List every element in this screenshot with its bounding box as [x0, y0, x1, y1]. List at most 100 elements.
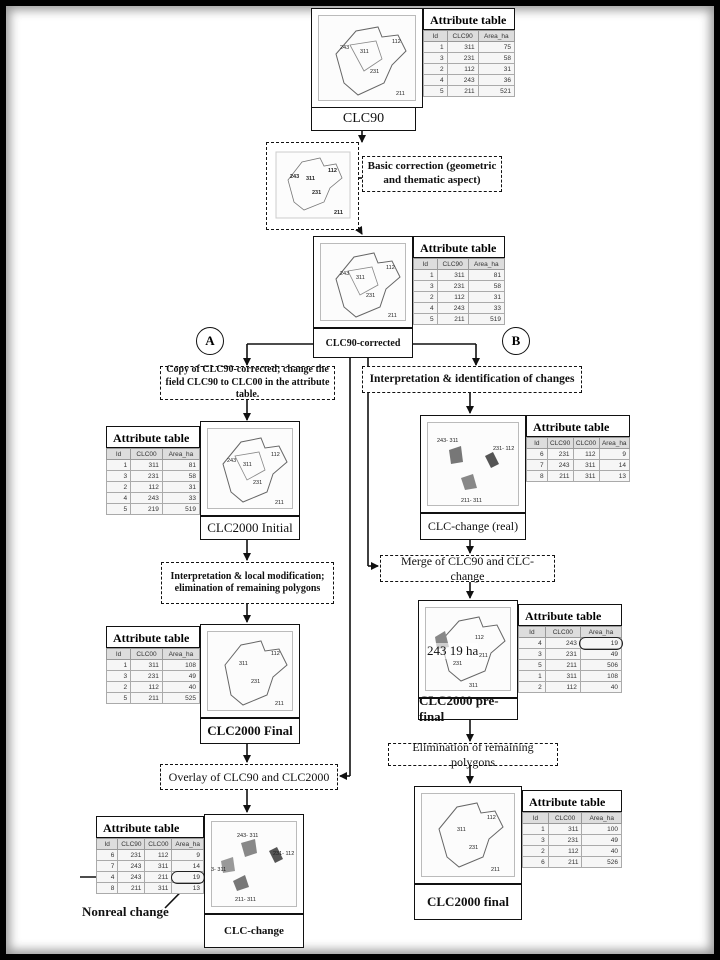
col-header: CLC90 — [446, 30, 479, 42]
clc90-corrected-caption: CLC90-corrected — [313, 328, 413, 358]
table-cell: 311 — [144, 860, 173, 872]
clc-change-real-caption: CLC-change (real) — [420, 513, 526, 540]
table-cell: 5 — [413, 313, 438, 325]
table-cell: 33 — [467, 302, 506, 314]
col-header: Id — [423, 30, 448, 42]
table-cell: 100 — [581, 823, 622, 835]
map-label: 243- 311 — [237, 833, 258, 839]
table-cell: 81 — [467, 269, 506, 281]
col-header: CLC00 — [130, 648, 163, 660]
map-label: 231 — [366, 293, 375, 299]
table-cell: 311 — [130, 459, 163, 471]
clc-change-real-map: 243- 311 231- 112 211- 311 — [420, 415, 526, 513]
table-cell: 7 — [95, 860, 119, 872]
clc90-corrected-polygons: 243 311 112 231 211 — [335, 252, 401, 319]
map-label: 112 — [328, 168, 337, 174]
clc2000-final-b-caption: CLC2000 final — [414, 884, 522, 920]
correction-step-label: Basic correction (geometric and thematic… — [362, 156, 502, 192]
table-cell: 231 — [130, 670, 163, 682]
clc90-caption: CLC90 — [311, 107, 416, 131]
table-cell: 4 — [518, 637, 546, 649]
table-cell: 243 — [117, 860, 146, 872]
table-cell: 5 — [518, 659, 546, 671]
map-label: 231- 112 — [493, 446, 514, 452]
table-cell: 36 — [477, 74, 516, 86]
table-title: Attribute table — [106, 626, 200, 648]
col-header: CLC00 — [130, 448, 163, 460]
table-cell: 231 — [436, 280, 469, 292]
table-cell: 13 — [598, 470, 631, 482]
col-header: CLC00 — [144, 838, 173, 850]
table-cell: 112 — [436, 291, 469, 303]
table-cell: 108 — [579, 670, 623, 682]
table-cell: 211 — [144, 871, 173, 883]
table-cell: 108 — [161, 659, 201, 671]
col-header: CLC00 — [547, 812, 583, 824]
branch-a-badge: A — [196, 327, 224, 355]
map-label: 211- 311 — [461, 498, 482, 504]
table-cell: 4 — [413, 302, 438, 314]
map-label: 211 — [491, 867, 500, 873]
table-cell: 5 — [423, 85, 448, 97]
table-title: Attribute table — [423, 8, 515, 30]
table-cell: 506 — [579, 659, 623, 671]
table-cell: 231 — [446, 52, 479, 64]
table-cell: 1 — [522, 823, 549, 835]
table-title: Attribute table — [106, 426, 200, 448]
table-cell: 7 — [526, 459, 548, 471]
map-label: 3- 311 — [211, 867, 226, 873]
clc-change-a-caption: CLC-change — [204, 914, 304, 948]
map-label: 243- 311 — [437, 438, 458, 444]
clc2000-final-b-map: 311 112 231 211 — [414, 786, 522, 884]
table-cell: 6 — [526, 448, 548, 460]
table-title: Attribute table — [526, 415, 630, 437]
col-header: Id — [105, 648, 132, 660]
table-cell: 4 — [423, 74, 448, 86]
clc90-polygons: 243 311 112 231 211 — [335, 26, 407, 97]
table-cell: 211 — [436, 313, 469, 325]
correction-map-box: 243 311 112 231 211 — [266, 142, 359, 230]
table-cell: 231 — [130, 470, 163, 482]
table-cell: 6 — [522, 856, 549, 868]
map-label: 211 — [388, 313, 397, 319]
table-title: Attribute table — [522, 790, 622, 812]
col-header: CLC00 — [572, 437, 600, 449]
table-cell: 33 — [161, 492, 201, 504]
table-cell: 211 — [117, 882, 146, 894]
table-cell: 311 — [436, 269, 469, 281]
col-header: Id — [95, 838, 119, 850]
map-label: 311 — [306, 176, 315, 182]
table-cell: 526 — [581, 856, 622, 868]
col-header: Area_ha — [477, 30, 516, 42]
clc-change-a-polygons: 243- 311 231- 112 3- 311 211- 311 — [211, 833, 294, 903]
table-cell: 49 — [579, 648, 623, 660]
table-cell: 112 — [547, 845, 583, 857]
table-cell: 1 — [105, 659, 132, 671]
table-cell: 243 — [130, 492, 163, 504]
overlay-step-label: Overlay of CLC90 and CLC2000 — [160, 764, 338, 790]
table-cell: 311 — [130, 659, 163, 671]
map-label: 211 — [275, 500, 284, 506]
clc2000-final-a-caption: CLC2000 Final — [200, 718, 300, 744]
